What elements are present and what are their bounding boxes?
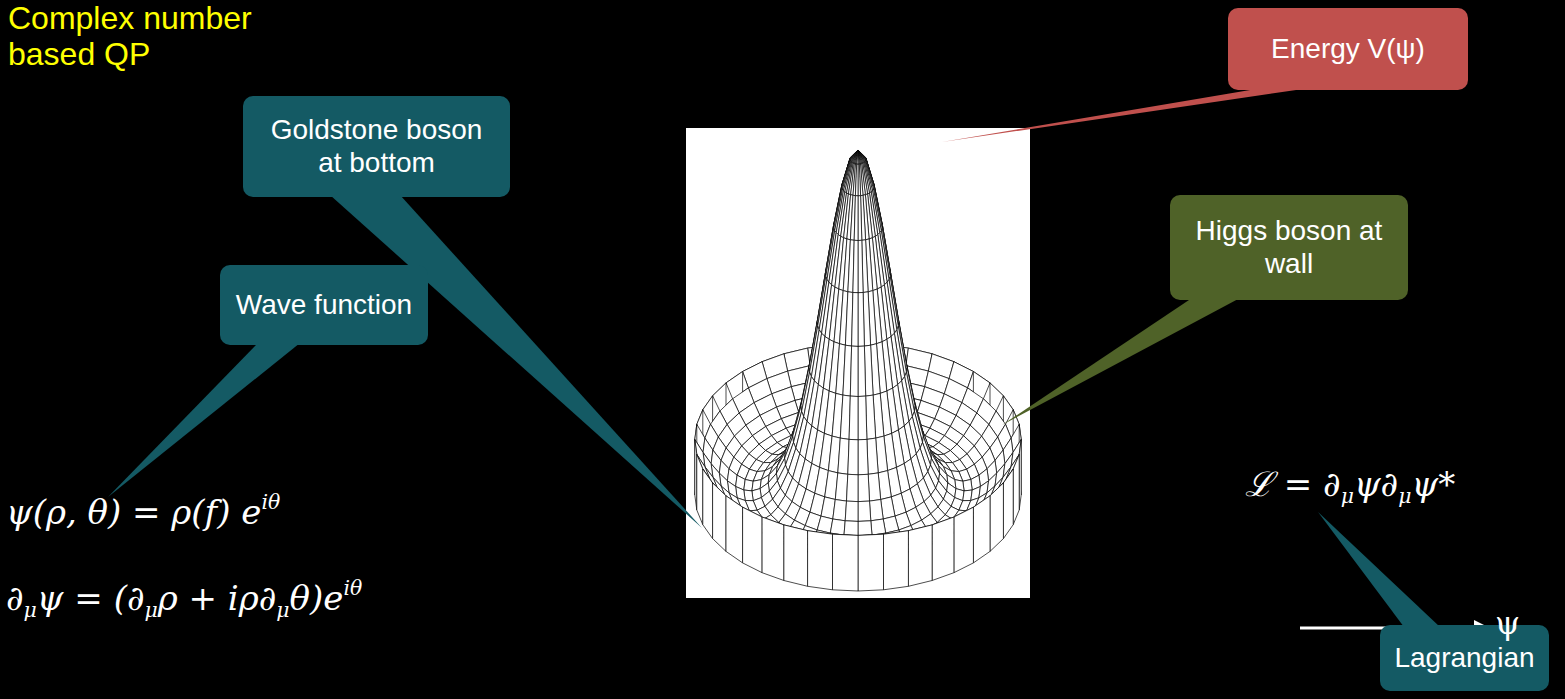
mesh-cell	[703, 469, 713, 539]
mesh-cell	[858, 439, 868, 474]
label-text: ψ*	[1411, 464, 1455, 504]
mesh-cell	[849, 396, 858, 440]
label-text: ρ + iρ∂	[158, 578, 277, 618]
mesh-cell	[973, 496, 990, 563]
mesh-cell	[858, 240, 863, 292]
label-text: ∂	[6, 578, 24, 618]
mesh-cell	[845, 501, 858, 521]
superscript: iθ	[343, 576, 362, 600]
mesh-cell	[743, 507, 763, 573]
label-text: ψ(ρ, θ) = ρ(f) e	[6, 492, 261, 532]
equation: ∂μψ = (∂μρ + iρ∂μθ)eiθ	[6, 576, 362, 622]
mesh-cell	[932, 517, 954, 581]
mesh-cell	[852, 293, 858, 347]
label-text: ψ = (∂	[37, 578, 145, 618]
mesh-cell	[850, 346, 858, 396]
label-text: ψ∂	[1354, 464, 1398, 504]
callout-box: Higgs boson at wall	[1170, 195, 1408, 300]
mesh-cell	[1013, 454, 1019, 524]
mesh-cell	[835, 473, 848, 501]
callout-tail	[1318, 512, 1440, 627]
mesh-cell	[784, 525, 808, 586]
callout-box: Goldstone boson at bottom	[243, 96, 510, 197]
mesh-cell	[858, 474, 870, 501]
label-text: Complex number based QP	[8, 0, 252, 72]
label-text: θ)e	[290, 578, 344, 618]
label-text: ψ	[1495, 604, 1520, 642]
mesh-cell	[848, 439, 858, 474]
equation: ℒ = ∂μψ∂μψ*	[1245, 460, 1455, 508]
mesh-cell	[866, 395, 876, 439]
mesh-cell	[858, 293, 864, 347]
mesh-cell	[954, 507, 974, 573]
mesh-cell	[858, 346, 866, 396]
mesh-cell	[726, 496, 743, 563]
subscript: μ	[144, 598, 157, 622]
callout-tail	[108, 343, 300, 497]
mesh-cell	[808, 531, 833, 590]
callout-text: Energy V(ψ)	[1271, 33, 1425, 65]
callout-text: Goldstone boson at bottom	[264, 114, 489, 178]
mesh-cell	[867, 438, 878, 474]
mesh-cell	[762, 517, 784, 581]
mesh-cell	[858, 521, 872, 536]
mesh-cell	[840, 395, 850, 439]
mesh-cell	[870, 500, 884, 521]
mesh-cell	[858, 150, 862, 164]
slide-title: Complex number based QP	[8, 0, 343, 72]
image-frame	[686, 128, 1030, 598]
mesh-cell	[858, 150, 864, 163]
mesh-cell	[852, 150, 858, 163]
mesh-cell	[990, 483, 1003, 552]
mesh-cell	[858, 534, 884, 591]
mesh-cell	[858, 164, 861, 196]
mesh-cell	[1003, 469, 1013, 539]
axis-label: ψ	[1495, 604, 1520, 642]
mesh-cell	[858, 501, 871, 521]
mesh-cell	[854, 150, 858, 164]
mesh-cell	[838, 438, 849, 474]
callout-box: Wave function	[220, 265, 428, 345]
mesh-cell	[847, 474, 859, 501]
equation: ψ(ρ, θ) = ρ(f) eiθ	[6, 490, 280, 532]
callout-text: Lagrangian	[1394, 642, 1534, 674]
mesh-cell	[858, 196, 862, 241]
mesh-cell	[908, 525, 932, 586]
mesh-cell	[855, 164, 858, 196]
mesh-cell	[884, 531, 909, 590]
mesh-cell	[858, 150, 863, 164]
label-text: ℒ = ∂	[1245, 464, 1341, 504]
mesh-cell	[868, 473, 881, 501]
subscript: μ	[24, 598, 37, 622]
callout-box: Lagrangian	[1380, 625, 1549, 691]
mesh-cell	[858, 396, 867, 440]
mesh-cell	[713, 483, 726, 552]
subscript: μ	[1341, 484, 1354, 508]
mesh-cell	[854, 196, 858, 241]
mesh-cell	[857, 150, 858, 164]
callout-box: Energy V(ψ)	[1228, 8, 1468, 90]
mesh-cell	[853, 150, 858, 164]
callout-tail	[942, 88, 1310, 142]
mesh-cell	[697, 454, 703, 524]
mexican-hat-potential	[695, 150, 1021, 591]
mesh-cell	[833, 534, 859, 591]
callout-text: Higgs boson at wall	[1194, 215, 1384, 279]
mesh-cell	[830, 519, 845, 535]
subscript: μ	[276, 598, 289, 622]
mesh-cell	[858, 150, 861, 164]
mesh-cell	[833, 500, 847, 521]
mesh-cell	[856, 150, 859, 164]
callout-tail	[1002, 298, 1240, 425]
mesh-cell	[853, 240, 858, 292]
superscript: iθ	[261, 490, 280, 514]
callout-tail	[330, 195, 702, 528]
subscript: μ	[1398, 484, 1411, 508]
mesh-cell	[871, 519, 886, 535]
mesh-cell	[844, 521, 858, 536]
callout-text: Wave function	[236, 289, 412, 321]
